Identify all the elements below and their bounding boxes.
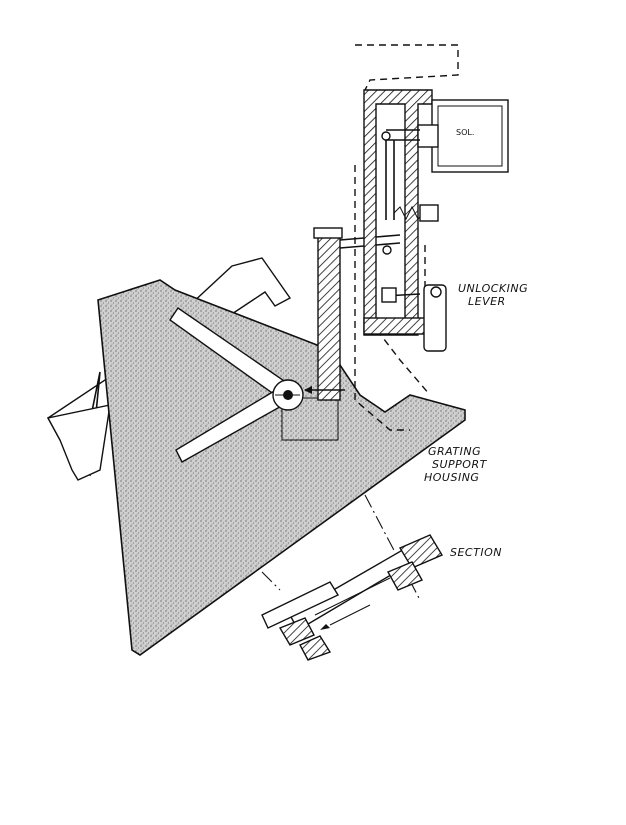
vertical-column [304, 227, 401, 401]
section-view [261, 534, 444, 661]
grating-housing-label-2: SUPPORT [432, 458, 488, 471]
section-direction-arrow [329, 604, 371, 626]
grating-support-housing [97, 279, 466, 656]
unlocking-lever-label-1: UNLOCKING [458, 282, 528, 295]
callout-labels: UNLOCKING LEVER GRATING SUPPORT HOUSING … [424, 282, 528, 559]
solenoid-box [431, 99, 509, 173]
unlocking-lever [423, 284, 447, 352]
pivot-block [281, 397, 339, 441]
grating-housing-label-3: HOUSING [424, 471, 479, 484]
solenoid-label: SOL. [456, 128, 474, 137]
section-label: SECTION [450, 546, 502, 559]
rocker-arm [169, 307, 304, 463]
grating-housing-label-1: GRATING [428, 445, 481, 458]
solenoid-housing: SOL. [363, 89, 509, 336]
return-spring [393, 205, 425, 221]
unlocking-lever-label-2: LEVER [468, 295, 506, 308]
